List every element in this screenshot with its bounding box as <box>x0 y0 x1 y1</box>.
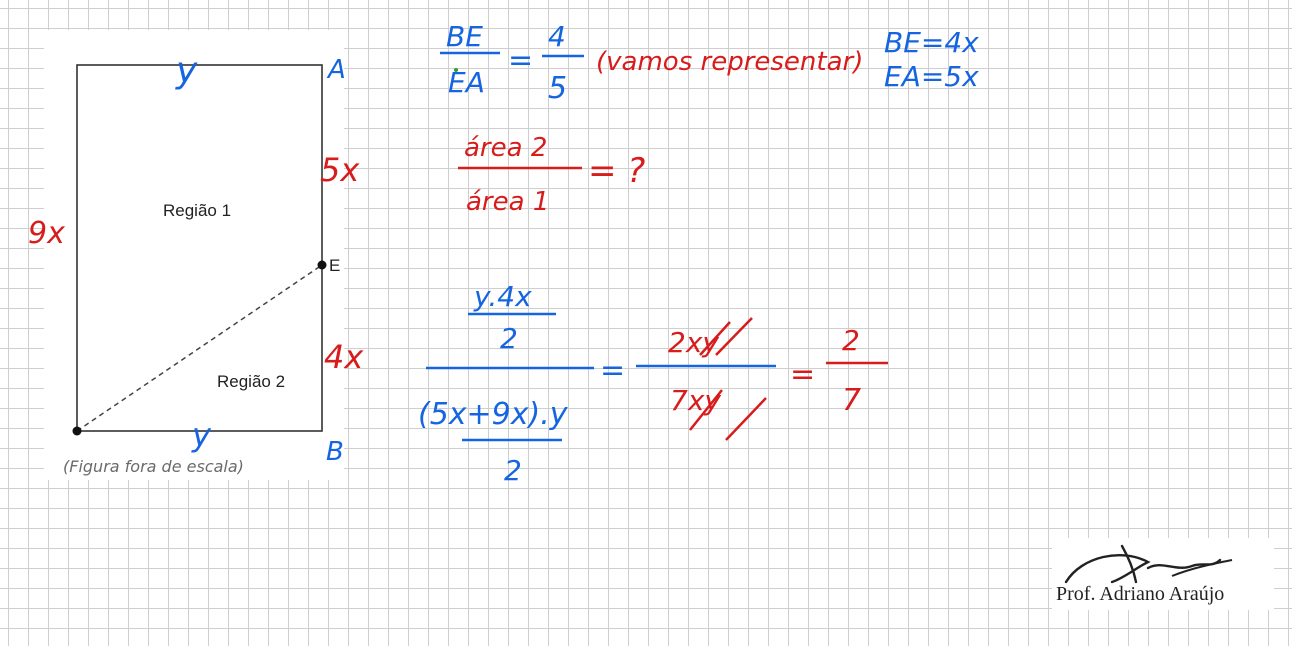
ratio-denominator: EA <box>448 66 485 99</box>
label-b: B <box>326 437 344 467</box>
ratio-value-denominator: 5 <box>548 71 567 106</box>
remark-text: (vamos representar) <box>596 47 863 77</box>
side-left-9x: 9x <box>28 216 65 251</box>
label-a: A <box>326 55 346 85</box>
side-bottom-y: y <box>191 416 212 454</box>
result-denominator: 7 <box>842 383 861 418</box>
calc-denominator-top: (5x+9x).y <box>418 397 569 432</box>
point-bottom-left <box>72 426 82 436</box>
calc-numerator-top: y.4x <box>473 280 532 313</box>
calc-denominator-bottom: 2 <box>504 454 522 487</box>
rectangle-figure <box>76 64 323 432</box>
area-1-label: área 1 <box>466 187 549 217</box>
signature-scribble <box>1064 544 1233 584</box>
side-eb-4x: 4x <box>324 338 364 376</box>
ea-equation: EA=5x <box>884 60 979 93</box>
region-2-label: Região 2 <box>217 372 285 391</box>
ratio-equals: = <box>508 43 533 78</box>
strike-y-bottom <box>725 397 767 441</box>
area-2-label: área 2 <box>464 133 547 163</box>
calc-equals-1: = <box>600 353 625 388</box>
signature-name: Prof. Adriano Araújo <box>1056 583 1225 605</box>
ratio-numerator: BE <box>446 20 483 53</box>
side-ae-5x: 5x <box>320 151 360 189</box>
point-e <box>317 260 327 270</box>
figure-caption: (Figura fora de escala) <box>63 457 244 476</box>
result-numerator: 2 <box>842 324 860 357</box>
side-top-y: y <box>175 50 198 91</box>
signature-block: Prof. Adriano Araújo <box>1052 538 1274 610</box>
strike-y-top <box>715 317 753 356</box>
dashed-diagonal <box>76 264 323 432</box>
green-dot <box>454 68 458 72</box>
strike-x-bottom <box>689 389 723 431</box>
be-equation: BE=4x <box>884 26 979 59</box>
strike-x-top <box>699 321 731 356</box>
figure-panel <box>44 30 344 480</box>
label-e: E <box>329 256 340 275</box>
calc-numerator-bottom: 2 <box>500 322 518 355</box>
question-equals: = ? <box>588 151 645 191</box>
calc-equals-2: = <box>790 357 815 392</box>
ratio-value-numerator: 4 <box>548 20 566 53</box>
region-1-label: Região 1 <box>163 201 231 220</box>
